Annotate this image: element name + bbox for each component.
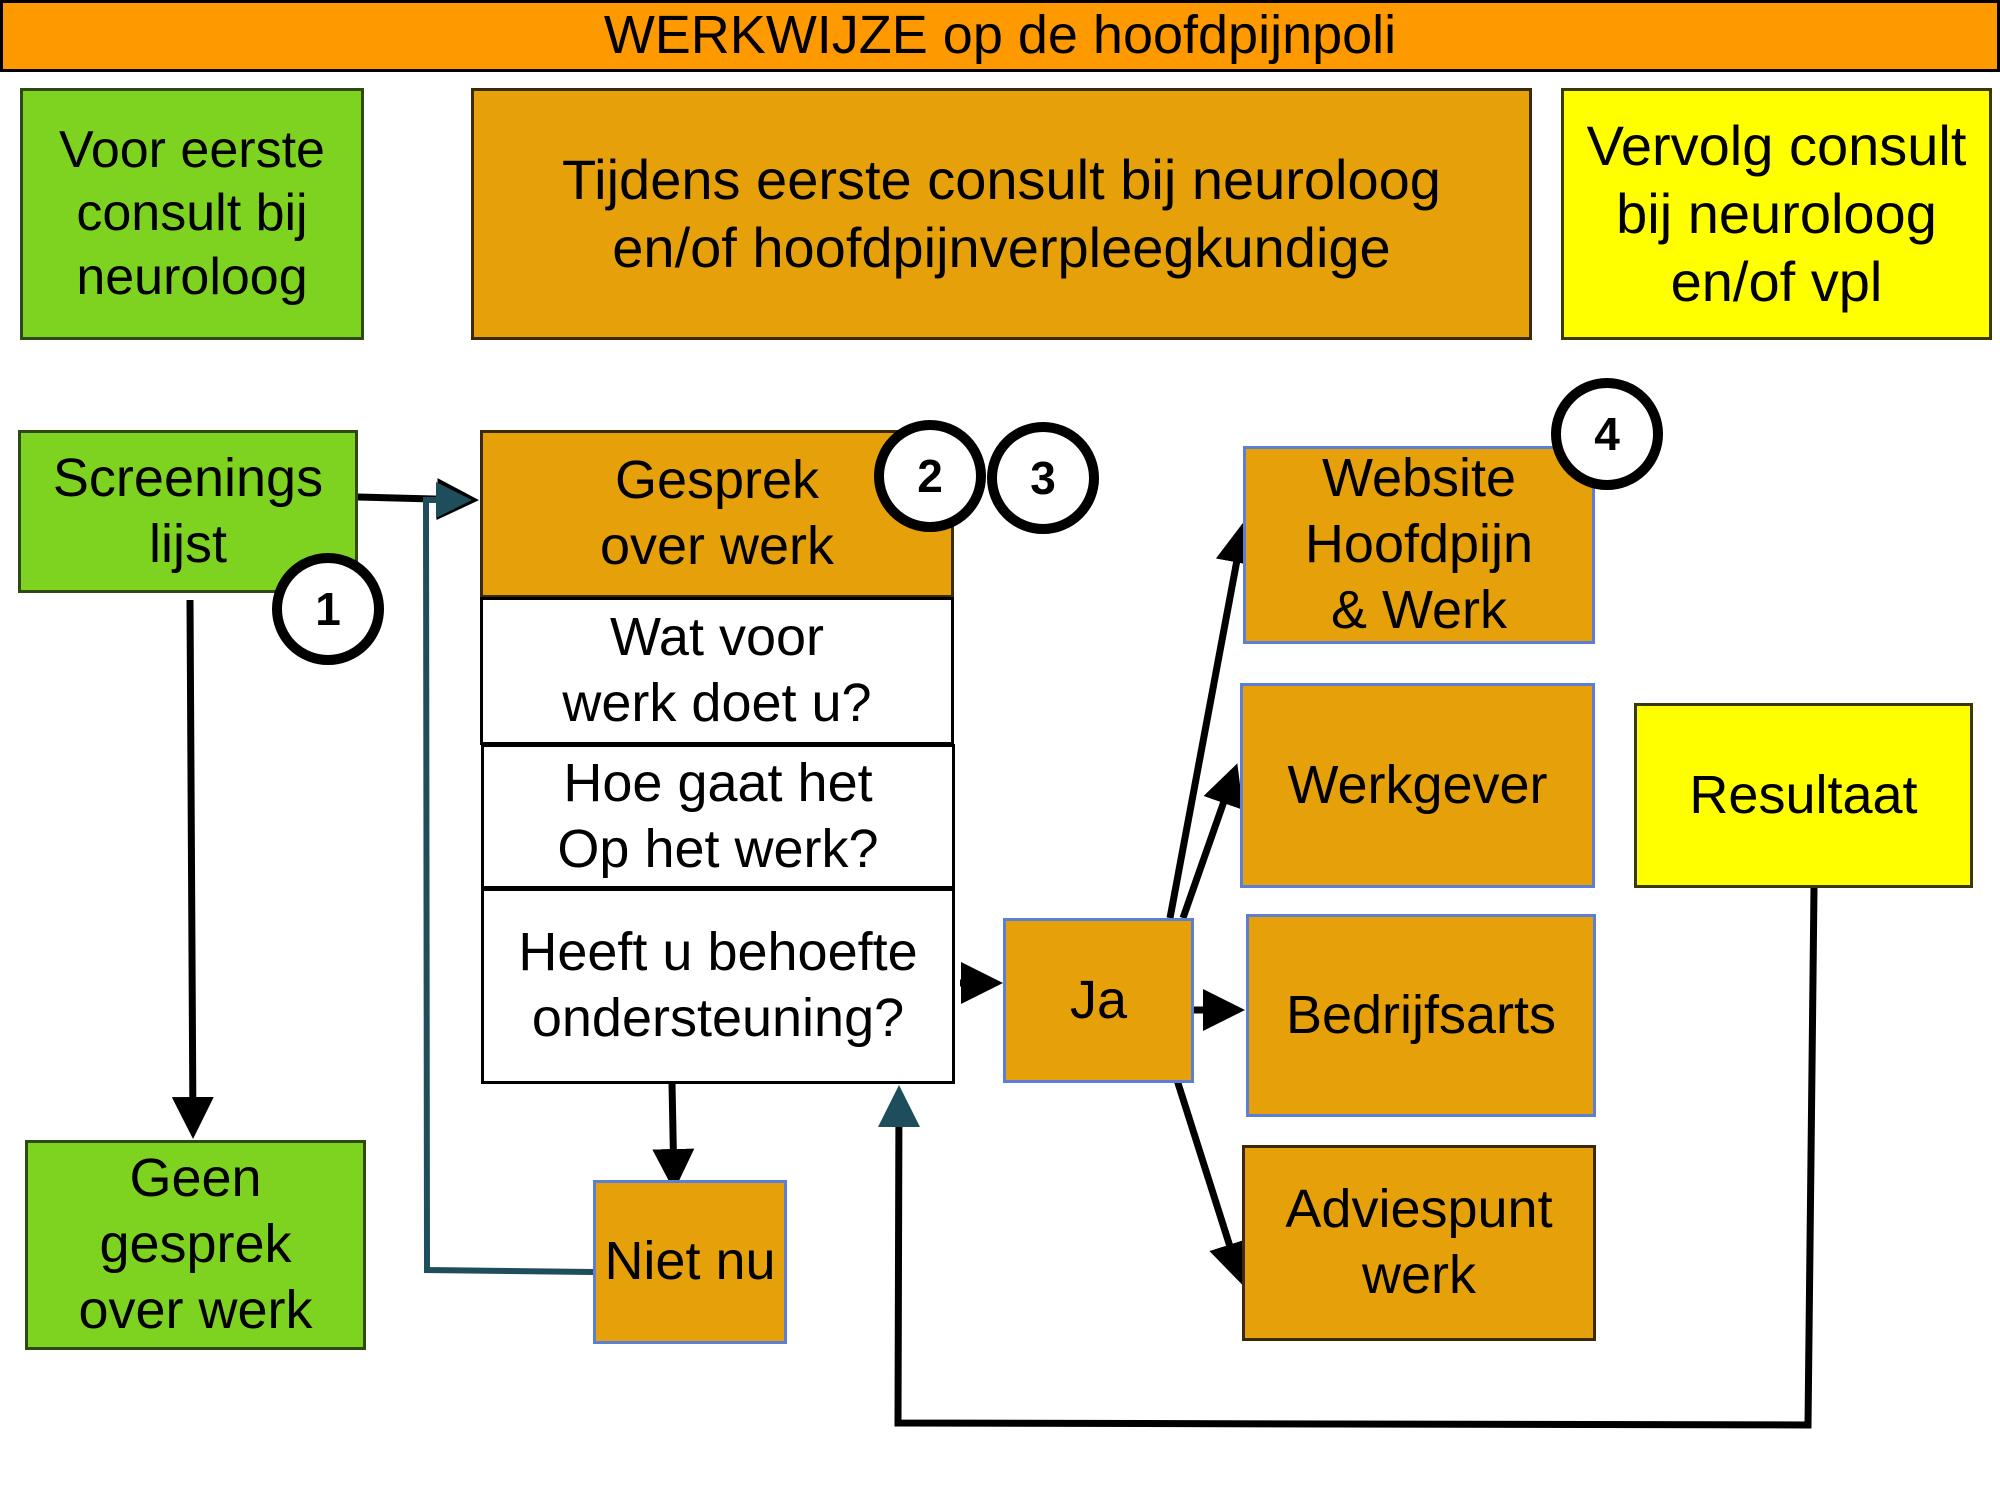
column-during-first-consult: Tijdens eerste consult bij neuroloog en/… [471, 88, 1532, 340]
no-talk-about-work: Geen gesprek over werk [25, 1140, 366, 1350]
loop-not-now-to-talk [422, 482, 594, 1275]
screening-list: Screenings lijst [18, 430, 358, 593]
step-badge-2: 2 [874, 420, 986, 532]
talk-about-work: Gesprek over werk [480, 430, 954, 598]
advice-point-work: Adviespunt werk [1242, 1145, 1596, 1341]
column-before-first-consult: Voor eerste consult bij neuroloog [20, 88, 364, 340]
not-now: Niet nu [593, 1180, 787, 1344]
yes: Ja [1003, 918, 1194, 1083]
website-headache-work: Website Hoofdpijn & Werk [1243, 446, 1595, 644]
page-title: WERKWIJZE op de hoofdpijnpoli [0, 0, 2000, 72]
step-badge-1: 1 [272, 553, 384, 665]
question-need-support: Heeft u behoefte ondersteuning? [481, 888, 955, 1084]
arrow-screening-to-no-talk [171, 599, 214, 1139]
question-what-work: Wat voor werk doet u? [480, 597, 954, 745]
step-badge-3: 3 [987, 422, 1099, 534]
question-how-at-work: Hoe gaat het Op het werk? [481, 744, 955, 889]
employer: Werkgever [1240, 683, 1595, 888]
arrow-yes-to-website [1166, 521, 1258, 919]
step-badge-4: 4 [1551, 378, 1663, 490]
loop-result-to-question [894, 887, 1818, 1429]
arrow-question-to-not-now [652, 1082, 695, 1191]
column-followup-consult: Vervolg consult bij neuroloog en/of vpl [1561, 88, 1992, 340]
company-doctor: Bedrijfsarts [1246, 914, 1596, 1117]
arrow-yes-to-advice [1173, 1078, 1250, 1285]
arrow-yes-to-employer [1179, 763, 1244, 920]
result: Resultaat [1634, 703, 1973, 888]
